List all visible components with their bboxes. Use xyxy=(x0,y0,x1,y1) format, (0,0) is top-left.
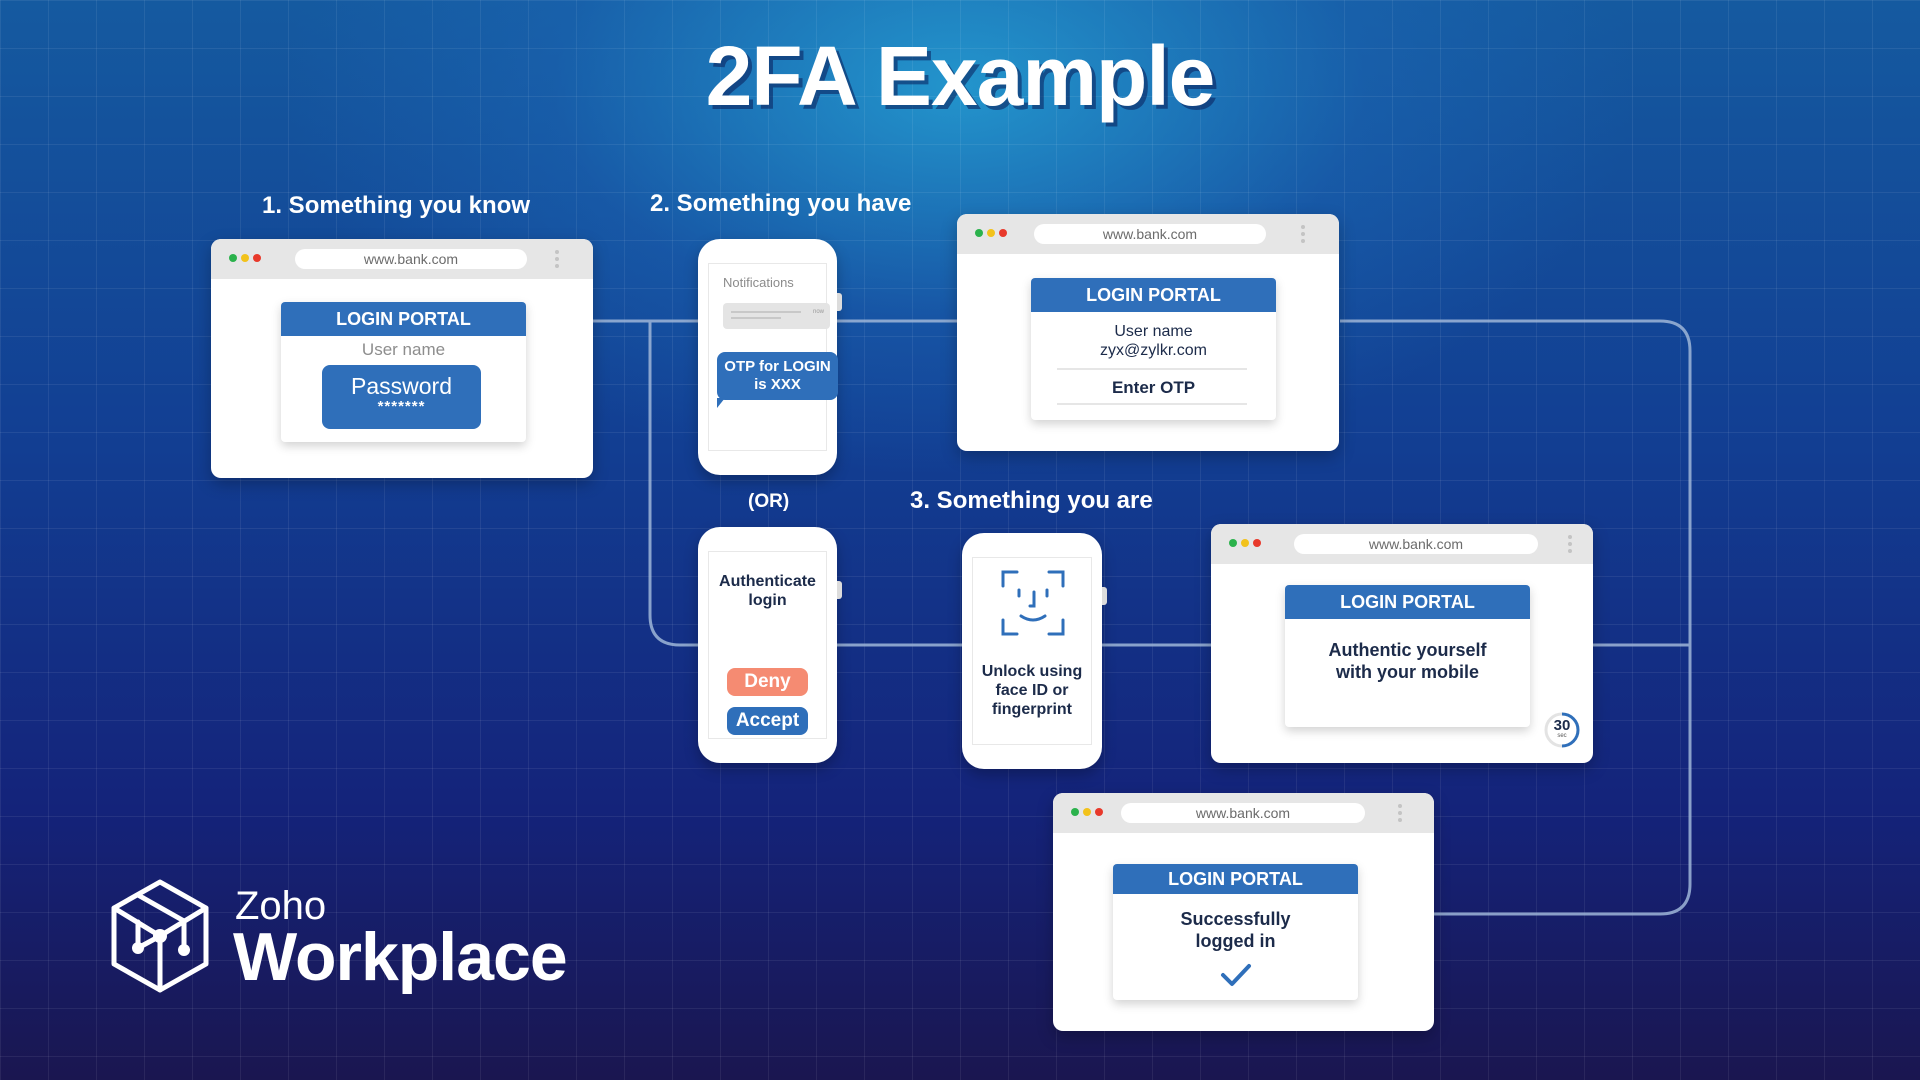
biometric-line2: face ID or xyxy=(995,682,1069,699)
username-field[interactable]: User name xyxy=(361,340,446,359)
otp-input[interactable]: Enter OTP xyxy=(1111,378,1196,397)
password-label: Password xyxy=(351,373,452,399)
window-dot-green[interactable] xyxy=(1071,808,1079,816)
window-controls xyxy=(229,254,261,262)
success-message: Successfully logged in xyxy=(1113,908,1358,952)
address-bar[interactable]: www.bank.com xyxy=(295,249,527,269)
login-portal-card: LOGIN PORTAL Successfully logged in xyxy=(1113,864,1358,1000)
browser-toolbar: www.bank.com xyxy=(957,214,1339,254)
mobile-auth-line1: Authentic yourself xyxy=(1328,640,1487,660)
face-id-icon xyxy=(1001,570,1065,636)
success-line2: logged in xyxy=(1195,931,1276,951)
kebab-menu-icon[interactable] xyxy=(1398,804,1402,822)
portal-header: LOGIN PORTAL xyxy=(1285,585,1530,619)
window-dot-green[interactable] xyxy=(229,254,237,262)
phone-otp: Notifications now OTP for LOGIN is XXX xyxy=(698,239,842,475)
browser-window-success: www.bank.com LOGIN PORTAL Successfully l… xyxy=(1053,793,1434,1031)
window-dot-yellow[interactable] xyxy=(987,229,995,237)
window-dot-yellow[interactable] xyxy=(241,254,249,262)
window-dot-red[interactable] xyxy=(1253,539,1261,547)
kebab-menu-icon[interactable] xyxy=(1568,535,1572,553)
login-portal-card: LOGIN PORTAL User name Password ******* xyxy=(281,302,526,442)
deny-button[interactable]: Deny xyxy=(727,668,808,696)
step-label-are: 3. Something you are xyxy=(910,487,1153,514)
window-dot-yellow[interactable] xyxy=(1241,539,1249,547)
window-dot-green[interactable] xyxy=(975,229,983,237)
biometric-prompt: Unlock using face ID or fingerprint xyxy=(973,662,1091,719)
notification-item[interactable]: now xyxy=(723,303,830,329)
address-bar[interactable]: www.bank.com xyxy=(1294,534,1538,554)
phone-biometric: Unlock using face ID or fingerprint xyxy=(962,533,1107,769)
browser-window-know: www.bank.com LOGIN PORTAL User name Pass… xyxy=(211,239,593,478)
window-controls xyxy=(975,229,1007,237)
password-mask: ******* xyxy=(377,398,426,415)
kebab-menu-icon[interactable] xyxy=(555,250,559,268)
phone-screen: Notifications now OTP for LOGIN is XXX xyxy=(708,263,838,451)
window-dot-green[interactable] xyxy=(1229,539,1237,547)
mobile-auth-message: Authentic yourself with your mobile xyxy=(1285,639,1530,683)
kebab-menu-icon[interactable] xyxy=(1301,225,1305,243)
auth-prompt-line1: Authenticate xyxy=(719,573,816,590)
otp-message-line2: is XXX xyxy=(754,376,801,393)
brand-name-small: Zoho xyxy=(235,884,327,928)
timer-unit: sec xyxy=(1557,733,1567,739)
window-dot-red[interactable] xyxy=(253,254,261,262)
login-portal-card: LOGIN PORTAL User name zyx@zylkr.com Ent… xyxy=(1031,278,1276,420)
window-controls xyxy=(1071,808,1103,816)
brand-name-big: Workplace xyxy=(233,919,568,995)
address-bar[interactable]: www.bank.com xyxy=(1121,803,1365,823)
step-label-know: 1. Something you know xyxy=(262,192,531,219)
phone-screen: Authenticate login Deny Accept xyxy=(708,551,827,739)
username-field[interactable]: User name zyx@zylkr.com xyxy=(1031,322,1276,360)
password-field[interactable]: Password ******* xyxy=(322,365,481,429)
portal-header: LOGIN PORTAL xyxy=(1031,278,1276,312)
success-line1: Successfully xyxy=(1180,909,1291,929)
timer-icon: 30 sec xyxy=(1542,710,1582,750)
otp-message-line1: OTP for LOGIN xyxy=(724,358,831,375)
phone-screen: Unlock using face ID or fingerprint xyxy=(972,557,1092,745)
notifications-heading: Notifications xyxy=(723,275,794,290)
biometric-line1: Unlock using xyxy=(981,663,1083,680)
browser-window-mobile: www.bank.com LOGIN PORTAL Authentic your… xyxy=(1211,524,1593,763)
portal-header: LOGIN PORTAL xyxy=(1113,864,1358,894)
timer-value: 30 xyxy=(1553,717,1571,734)
username-label: User name xyxy=(1114,323,1193,340)
browser-window-otp: www.bank.com LOGIN PORTAL User name zyx@… xyxy=(957,214,1339,451)
accept-button[interactable]: Accept xyxy=(727,707,808,735)
page-title: 2FA Example xyxy=(705,29,1216,123)
browser-toolbar: www.bank.com xyxy=(1053,793,1434,833)
notification-time: now xyxy=(812,309,824,315)
browser-toolbar: www.bank.com xyxy=(211,239,593,279)
login-portal-card: LOGIN PORTAL Authentic yourself with you… xyxy=(1285,585,1530,727)
window-dot-yellow[interactable] xyxy=(1083,808,1091,816)
window-controls xyxy=(1229,539,1261,547)
portal-header: LOGIN PORTAL xyxy=(281,302,526,336)
auth-prompt-line2: login xyxy=(748,592,787,609)
window-dot-red[interactable] xyxy=(1095,808,1103,816)
address-bar[interactable]: www.bank.com xyxy=(1034,224,1266,244)
window-dot-red[interactable] xyxy=(999,229,1007,237)
phone-push: Authenticate login Deny Accept xyxy=(698,527,842,763)
step-label-have: 2. Something you have xyxy=(650,190,912,217)
biometric-line3: fingerprint xyxy=(992,701,1072,718)
browser-toolbar: www.bank.com xyxy=(1211,524,1593,564)
mobile-auth-line2: with your mobile xyxy=(1335,662,1479,682)
checkmark-icon xyxy=(1221,964,1251,986)
auth-prompt: Authenticate login xyxy=(709,572,826,610)
username-value: zyx@zylkr.com xyxy=(1100,342,1207,359)
or-label: (OR) xyxy=(748,491,790,512)
cube-logo-icon xyxy=(111,879,209,993)
otp-message-bubble[interactable]: OTP for LOGIN is XXX xyxy=(717,352,838,400)
